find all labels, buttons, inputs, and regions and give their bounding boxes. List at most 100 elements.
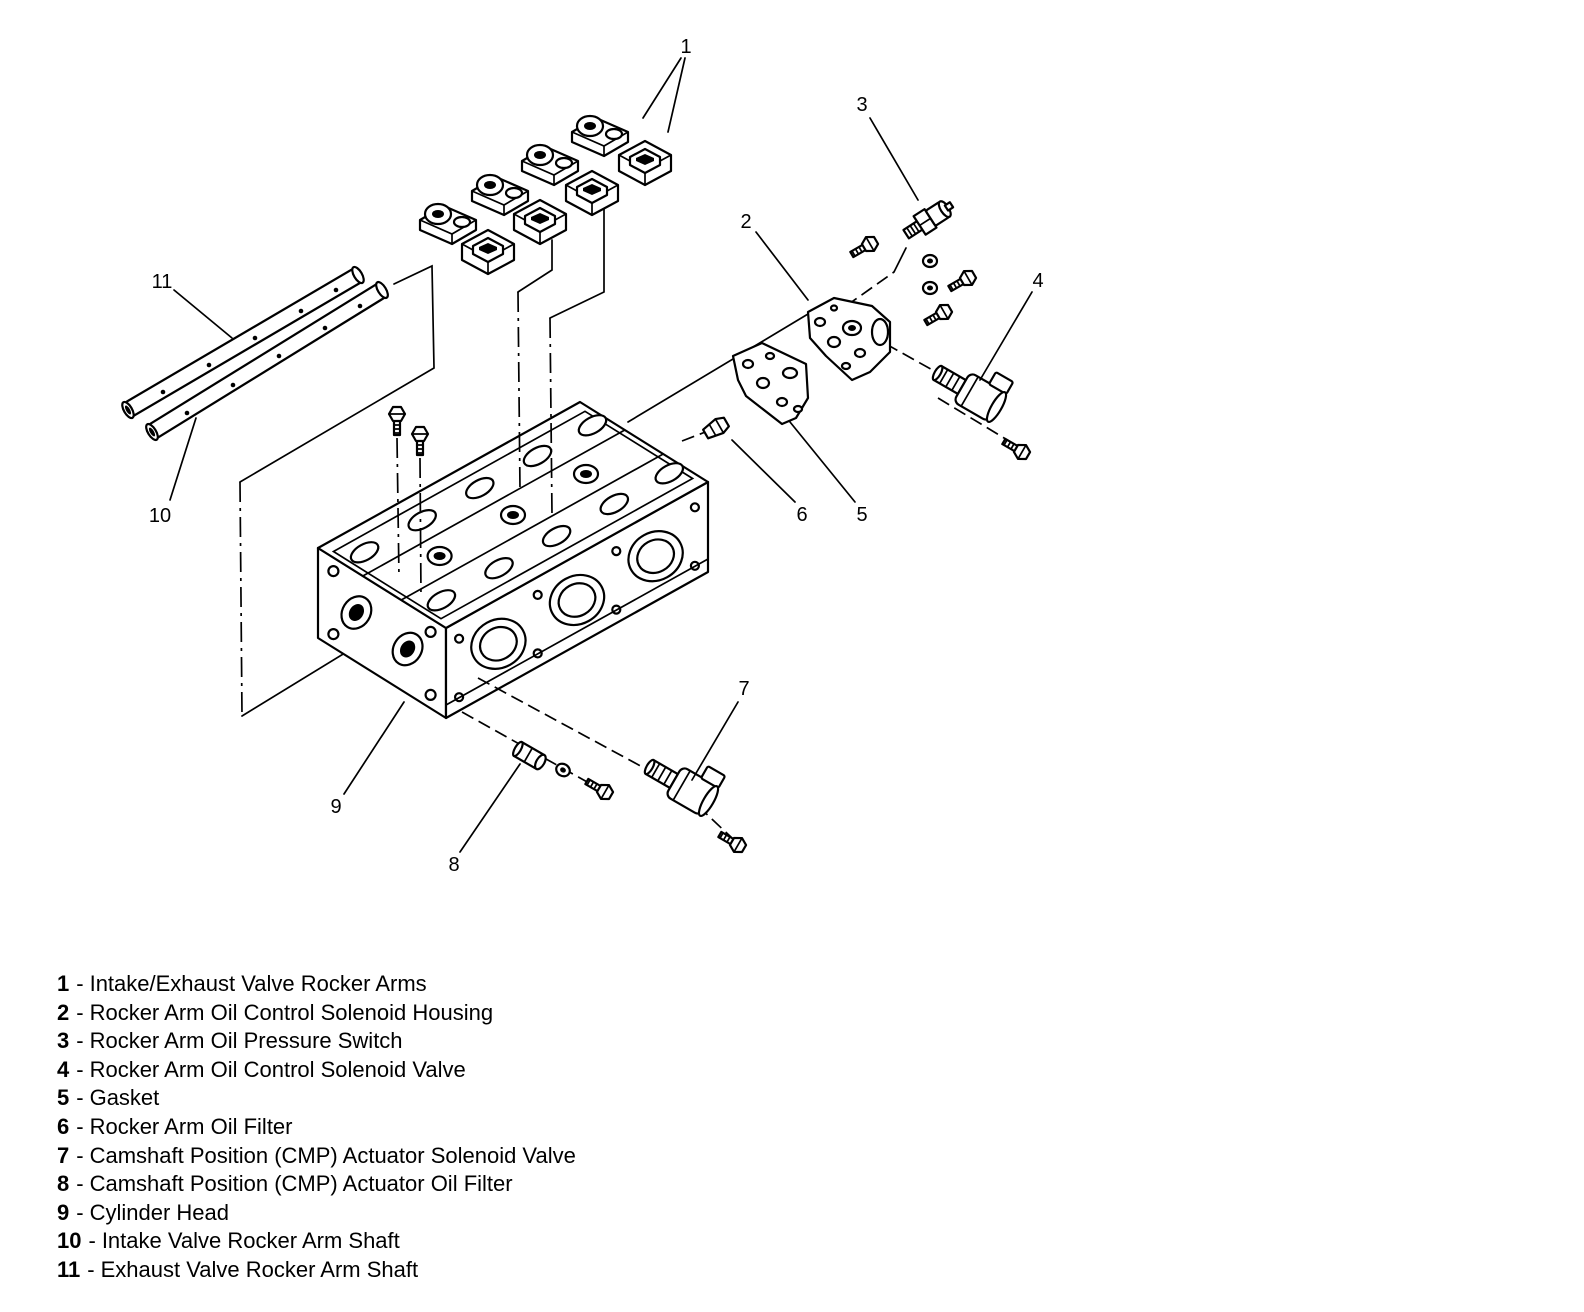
leader-8 [459,763,521,853]
rocker-arm [570,114,630,158]
rocker-arm-oil-control-solenoid-valve [925,344,1017,426]
legend-separator: - [76,999,84,1025]
shaft-oil-hole [230,382,236,388]
solenoid-4-alignment-line [885,343,937,373]
rocker-arm [512,198,568,246]
solenoid-7-alignment-line [477,677,649,771]
leader-10 [169,417,197,501]
shaft-oil-hole [298,308,304,314]
gasket-hole [741,358,755,370]
shaft-surface [149,284,385,438]
legend-separator: - [76,1028,84,1054]
legend-number: 6 [57,1113,70,1139]
shaft-left-bore [124,405,132,415]
cylinder-head-deck-lip [445,558,709,706]
leader-1a [642,57,682,119]
filter-8-right-end [534,753,547,771]
end-face-boss [327,564,340,578]
legend-separator: - [76,1113,84,1139]
cam-journal-cap [599,492,630,516]
legend-item: 11-Exhaust Valve Rocker Arm Shaft [57,1256,576,1285]
housing-alignment-line [627,313,809,423]
outline-solid [239,264,435,483]
housing-bolt [944,266,980,297]
housing-hole [840,361,852,371]
leader-11 [173,289,233,339]
cylinder-head [316,400,710,720]
legend-item: 2-Rocker Arm Oil Control Solenoid Housin… [57,999,576,1028]
rocker-arm [470,173,530,217]
flange-bolt-hole [611,545,622,557]
camshaft-position-actuator-oil-filter [512,740,547,771]
rocker-arm-oil-control-solenoid-housing [806,296,892,382]
housing-nut [921,280,939,296]
gasket-hole [775,396,789,408]
rocker-arm [418,202,478,246]
leader-7 [691,701,739,781]
port-opening [478,625,518,662]
legend-item: 1-Intake/Exhaust Valve Rocker Arms [57,970,576,999]
housing-nut [921,253,939,269]
shaft-right-end [375,280,389,300]
legend-number: 1 [57,971,70,996]
legend-separator: - [76,1142,84,1168]
intake-exhaust-valve-rocker-arms [418,114,673,276]
end-face-boss [424,625,437,639]
legend-separator: - [87,1256,95,1282]
filter-6-ribs [708,418,725,437]
callout-6: 6 [796,504,807,526]
shaft-surface [125,269,361,416]
head-end-bolt [410,425,430,457]
flange-bolt-hole [454,633,465,644]
rocker-arm [564,169,620,217]
housing-hole [813,316,827,328]
filter-8-band [523,747,534,763]
shaft-right-end [351,265,365,285]
parts-legend: 1-Intake/Exhaust Valve Rocker Arms 2-Roc… [57,970,576,1285]
rocker-arm-oil-pressure-switch [902,200,955,240]
legend-number: 2 [57,999,70,1025]
legend-label: Intake Valve Rocker Arm Shaft [101,1228,400,1254]
gasket-hole [781,366,799,380]
solenoid-7-bolt [714,826,750,857]
callout-7: 7 [738,678,749,700]
legend-number: 9 [57,1199,70,1225]
gasket [731,341,810,426]
shaft-oil-hole [252,335,258,341]
switch-thread-lines [905,222,920,238]
housing-bolt [920,300,956,331]
cam-journal-cap [465,476,495,500]
leader-1b [667,57,686,133]
cylinder-head-cam-valley [400,453,665,601]
leader-4 [979,291,1033,381]
shaft-oil-hole [184,410,190,416]
shaft-oil-hole [333,287,339,293]
callout-8: 8 [448,854,459,876]
legend-item: 6-Rocker Arm Oil Filter [57,1113,576,1142]
rocker-arm-guide [517,239,553,293]
spark-plug-bore [433,552,446,560]
head-bolt-guide [396,437,400,579]
shaft-left-bore [148,427,156,437]
gasket-hole [764,351,776,361]
shaft-oil-hole [357,303,363,309]
legend-label: Camshaft Position (CMP) Actuator Solenoi… [89,1142,576,1168]
legend-label: Cylinder Head [89,1199,229,1225]
legend-item: 9-Cylinder Head [57,1199,576,1228]
legend-number: 11 [57,1256,81,1282]
port-opening [636,538,676,575]
legend-label: Intake/Exhaust Valve Rocker Arms [89,971,427,996]
legend-number: 3 [57,1028,70,1054]
switch-alignment-line [845,271,895,307]
flange-bolt-hole [689,502,701,513]
housing-hole [829,304,839,312]
rocker-arm-oil-filter [702,416,730,440]
legend-label: Rocker Arm Oil Pressure Switch [89,1028,403,1054]
legend-number: 5 [57,1085,70,1111]
gasket-hole [755,376,771,390]
legend-separator: - [76,1199,84,1225]
legend-label: Rocker Arm Oil Control Solenoid Valve [89,1056,466,1082]
shaft-oil-hole [276,353,282,359]
legend-number: 8 [57,1171,70,1197]
leader-3 [869,117,919,201]
